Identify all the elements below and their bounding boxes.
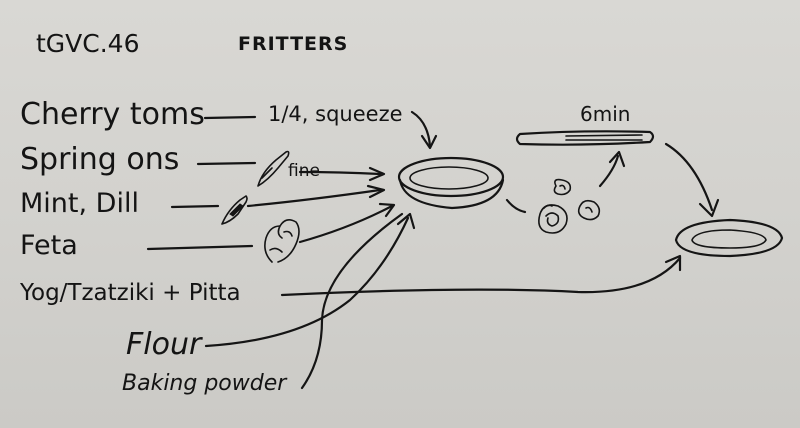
mint-dill-arrowhead: [366, 184, 386, 199]
cherry-toms-connector: [203, 115, 257, 120]
spring-ons-arrowhead: [368, 166, 386, 182]
recipe-title: FRITTERS: [238, 33, 349, 55]
baking-powder-arrow: [300, 212, 404, 390]
pan-to-plate-arrow: [664, 142, 714, 212]
plate-icon: [674, 218, 784, 258]
feta-connector: [146, 244, 254, 251]
recipe-code: tGVC.46: [36, 29, 140, 58]
squeeze-arrow: [410, 110, 432, 148]
cooking-time: 6min: [580, 102, 631, 126]
fritter-dollop-icon: [553, 178, 572, 196]
hand-crumble-icon: [264, 218, 300, 263]
ingredient-cherry-toms: Cherry toms: [20, 97, 205, 132]
yog-to-plate-arrow: [280, 256, 682, 297]
knife-icon: [257, 150, 290, 187]
ingredient-feta: Feta: [20, 230, 78, 261]
spring-ons-connector: [196, 161, 257, 166]
fritter-dollop-icon: [538, 204, 568, 234]
mint-dill-arrow: [246, 188, 382, 208]
bowl-to-dollops-connector: [505, 198, 527, 214]
ingredient-mint-dill: Mint, Dill: [20, 188, 139, 219]
feta-arrow: [298, 204, 394, 244]
mint-dill-connector: [170, 204, 220, 209]
ingredient-flour: Flour: [126, 327, 202, 362]
bowl-icon: [397, 156, 505, 210]
ingredient-yog-tzatziki-pitta: Yog/Tzatziki + Pitta: [20, 280, 241, 306]
feta-arrowhead: [378, 202, 396, 218]
pan-to-plate-arrowhead: [698, 198, 720, 218]
squeeze-arrowhead: [420, 134, 438, 150]
cherry-toms-step: 1/4, squeeze: [268, 102, 403, 126]
flour-arrow: [204, 216, 410, 348]
knife-icon: [221, 195, 248, 225]
spring-ons-arrow: [298, 170, 382, 176]
yog-to-plate-arrowhead: [664, 254, 682, 272]
fritter-dollop-icon: [577, 199, 601, 221]
dollops-to-pan-arrowhead: [608, 150, 626, 168]
ingredient-spring-ons: Spring ons: [20, 142, 180, 177]
flour-arrowhead: [396, 212, 416, 230]
pan-icon: [515, 130, 655, 146]
dollops-to-pan-arrow: [598, 154, 620, 188]
ingredient-baking-powder: Baking powder: [122, 371, 287, 396]
spring-ons-step: fine: [288, 161, 320, 181]
